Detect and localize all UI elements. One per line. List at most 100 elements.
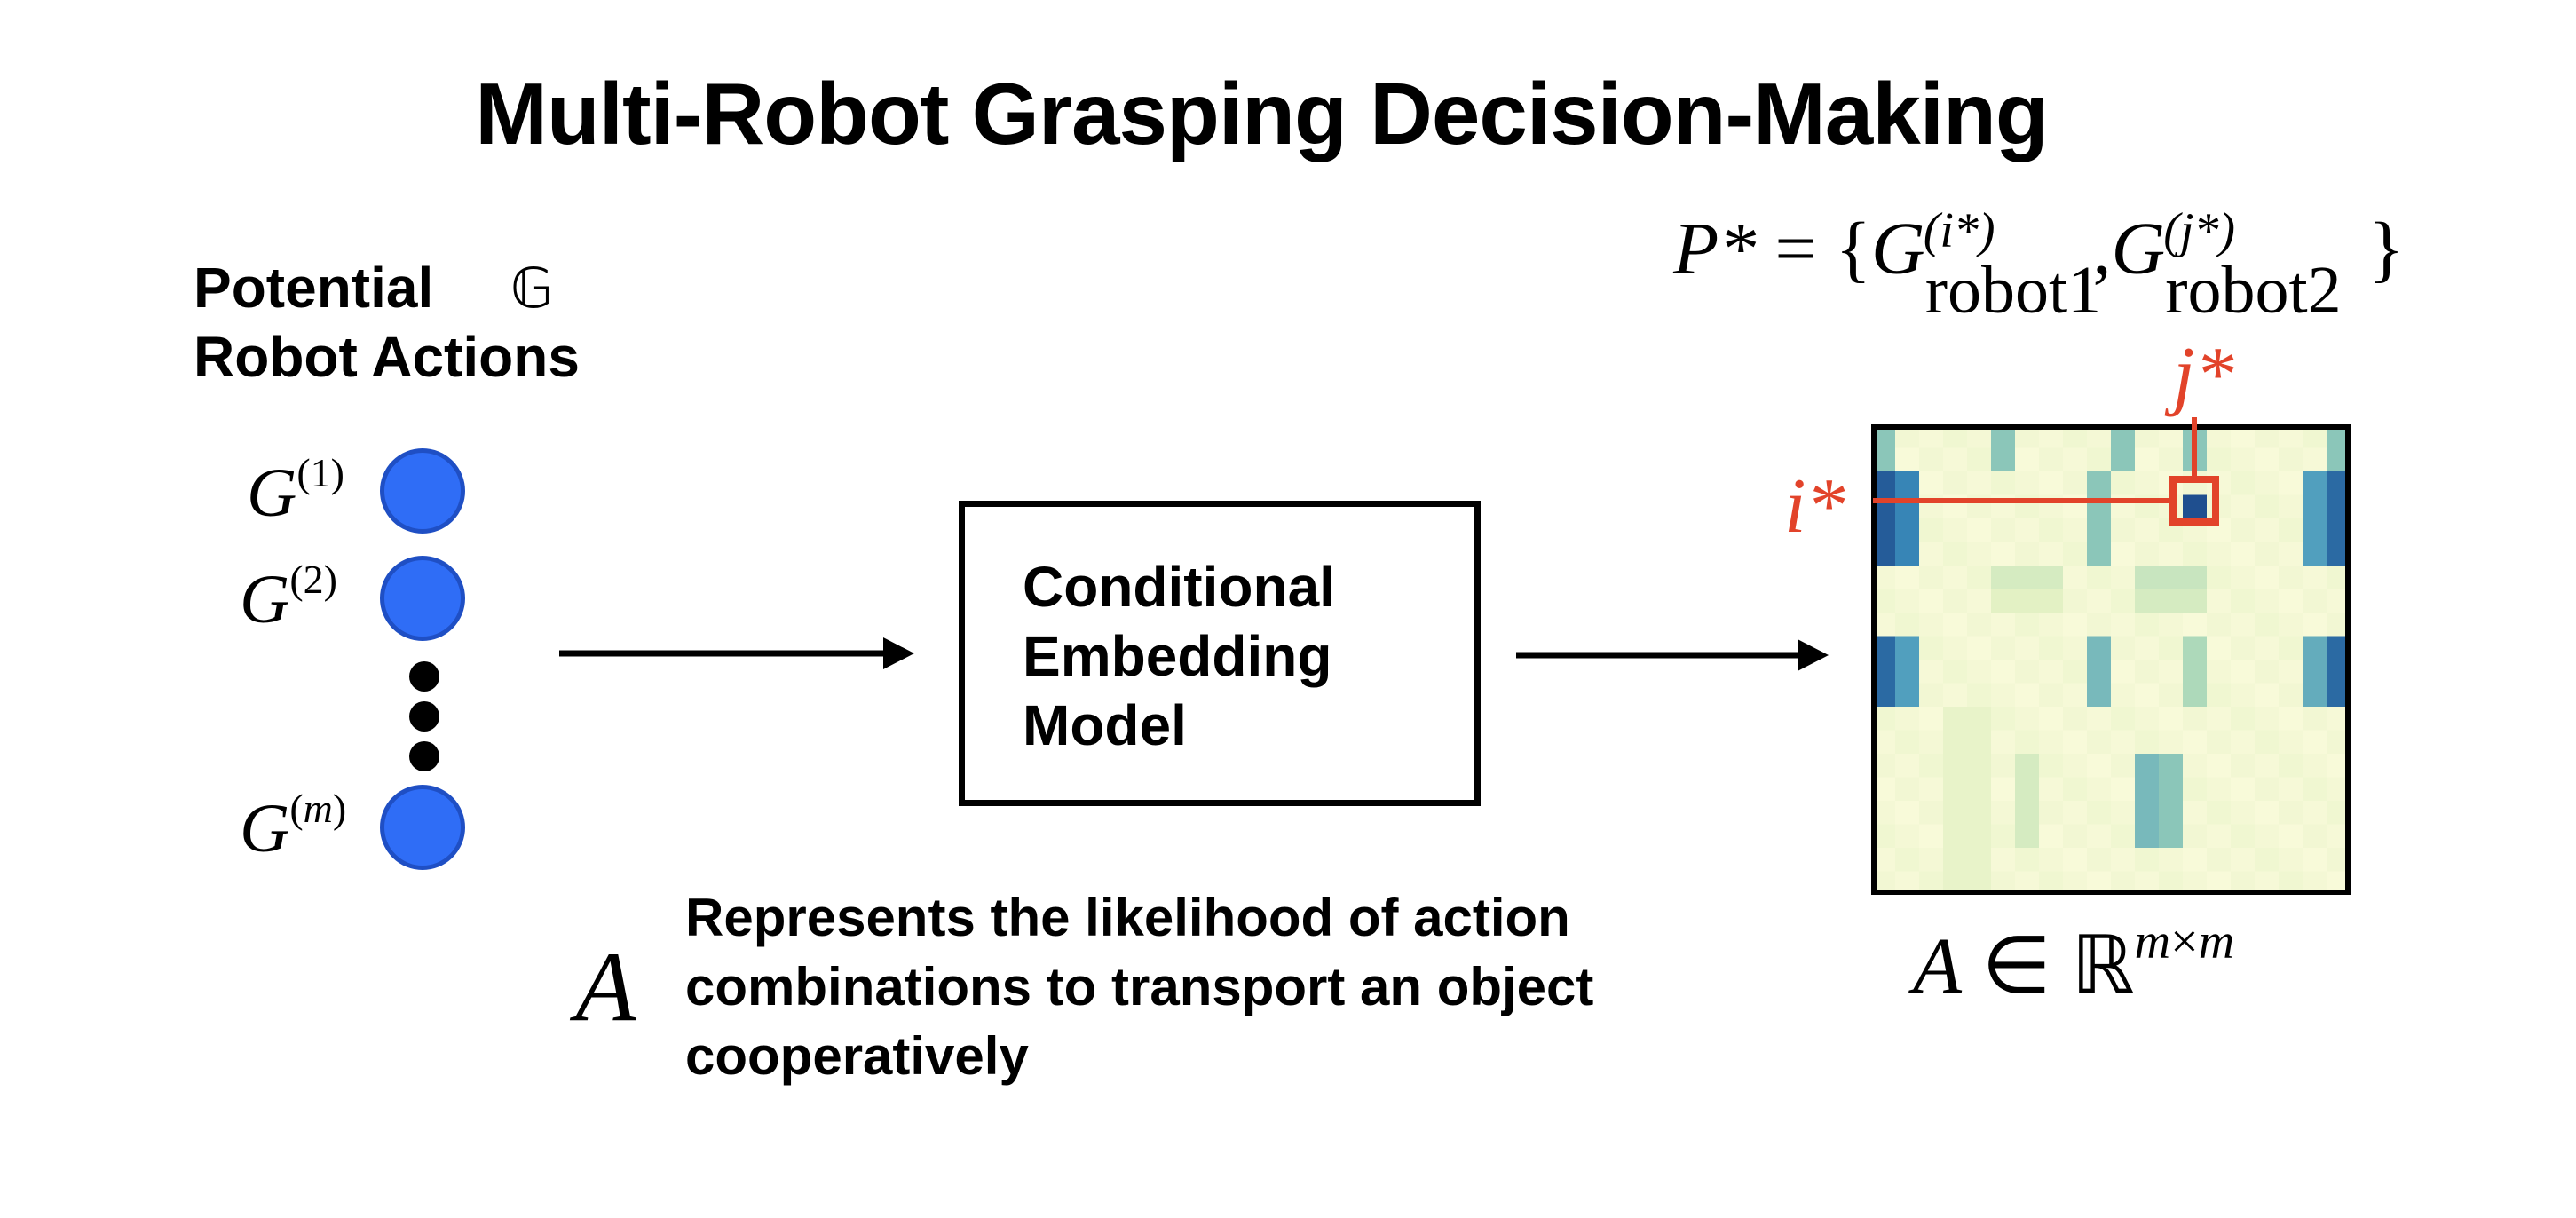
- heatmap-cell: [2087, 707, 2112, 732]
- heatmap-cell: [2231, 613, 2256, 637]
- heatmap-cell: [2231, 636, 2256, 660]
- heatmap-cell: [2111, 754, 2136, 779]
- ellipsis-dot: [409, 661, 439, 692]
- heatmap-cell: [2207, 447, 2232, 472]
- heatmap-cell: [2279, 660, 2303, 684]
- model-label-line2: Embedding: [1023, 624, 1332, 688]
- heatmap-cell: [2231, 660, 2256, 684]
- heatmap-cell: [2255, 707, 2280, 732]
- heatmap-cell: [2303, 518, 2327, 543]
- heatmap-cell: [1991, 683, 2016, 708]
- heatmap-cell: [1919, 824, 1944, 849]
- heatmap-cell: [2279, 848, 2303, 873]
- heatmap-cell: [2015, 848, 2040, 873]
- heatmap-cell: [2039, 447, 2064, 472]
- heatmap-cell: [2183, 636, 2208, 660]
- heatmap-cell: [2111, 801, 2136, 826]
- heatmap-cell: [2255, 613, 2280, 637]
- matrix-dimension-label: A ∈ ℝm×m: [1913, 914, 2235, 1010]
- ellipsis-dot: [409, 741, 439, 771]
- heatmap-cell: [2135, 754, 2160, 779]
- heatmap-cell: [2207, 754, 2232, 779]
- heatmap-cell: [2039, 683, 2064, 708]
- heatmap-cell: [2159, 683, 2184, 708]
- heatmap-cell: [2279, 777, 2303, 802]
- heatmap-cell: [2087, 589, 2112, 613]
- heatmap-cell: [2207, 660, 2232, 684]
- col-index-label: j*: [2173, 332, 2234, 418]
- heatmap-cell: [2303, 801, 2327, 826]
- heatmap-cell: [2015, 613, 2040, 637]
- description-line1: Represents the likelihood of action: [685, 888, 1570, 947]
- heatmap-cell: [1991, 707, 2016, 732]
- heatmap-cell: [2303, 494, 2327, 519]
- heatmap-cell: [2183, 824, 2208, 849]
- heatmap-cell: [1991, 518, 2016, 543]
- heatmap-cell: [2207, 824, 2232, 849]
- heatmap-cell: [2087, 730, 2112, 755]
- heatmap-cell: [2015, 636, 2040, 660]
- arrow-to-model-head: [883, 637, 914, 669]
- heatmap-cell: [2135, 848, 2160, 873]
- heatmap-cell: [2087, 471, 2112, 496]
- heatmap-cell: [2111, 660, 2136, 684]
- heatmap-cell: [2015, 777, 2040, 802]
- heatmap-cell: [2255, 683, 2280, 708]
- heatmap-cell: [2111, 518, 2136, 543]
- heatmap-cell: [2063, 636, 2088, 660]
- heatmap-cell: [1919, 518, 1944, 543]
- heatmap-cell: [2111, 471, 2136, 496]
- heatmap-cell: [1967, 660, 1992, 684]
- heatmap-cell: [2111, 707, 2136, 732]
- heatmap-cell: [1991, 447, 2016, 472]
- heatmap-cell: [1967, 683, 1992, 708]
- actions-heading-line2: Robot Actions: [194, 325, 580, 389]
- heatmap-cell: [1895, 683, 1920, 708]
- heatmap-cell: [1919, 754, 1944, 779]
- heatmap-cell: [1895, 707, 1920, 732]
- heatmap-cell: [2207, 636, 2232, 660]
- heatmap-cell: [1991, 566, 2016, 590]
- heatmap-cell: [1991, 589, 2016, 613]
- heatmap-cell: [1943, 660, 1968, 684]
- heatmap-cell: [2111, 447, 2136, 472]
- heatmap-cell: [2183, 777, 2208, 802]
- heatmap-cell: [2231, 730, 2256, 755]
- heatmap-cell: [2087, 824, 2112, 849]
- heatmap-cell: [2279, 730, 2303, 755]
- heatmap-cell: [2111, 777, 2136, 802]
- grasp-node-1: [380, 448, 465, 534]
- heatmap-cell: [2279, 683, 2303, 708]
- heatmap-cell: [2015, 566, 2040, 590]
- heatmap-cell: [2255, 660, 2280, 684]
- embedding-model-box: [959, 501, 1481, 806]
- heatmap-cell: [2087, 754, 2112, 779]
- heatmap-cell: [1895, 566, 1920, 590]
- heatmap-cell: [1919, 471, 1944, 496]
- heatmap-cell: [2039, 636, 2064, 660]
- heatmap-cell: [1919, 683, 1944, 708]
- heatmap-cell: [1991, 471, 2016, 496]
- heatmap-cell: [2015, 801, 2040, 826]
- heatmap-cell: [2039, 801, 2064, 826]
- heatmap-cell: [2135, 566, 2160, 590]
- heatmap-cell: [1967, 824, 1992, 849]
- heatmap-cell: [2183, 613, 2208, 637]
- heatmap-cell: [1943, 542, 1968, 566]
- heatmap-cell: [2015, 707, 2040, 732]
- heatmap-cell: [2303, 566, 2327, 590]
- heatmap-cell: [2255, 518, 2280, 543]
- model-label-line3: Model: [1023, 693, 1187, 757]
- heatmap-cell: [2063, 660, 2088, 684]
- heatmap-cell: [2159, 613, 2184, 637]
- heatmap-cell: [2063, 542, 2088, 566]
- heatmap-cell: [2303, 707, 2327, 732]
- heatmap-cell: [2087, 777, 2112, 802]
- heatmap-cell: [2303, 824, 2327, 849]
- heatmap-cell: [2279, 589, 2303, 613]
- heatmap-cell: [2183, 707, 2208, 732]
- heatmap-cell: [1943, 471, 1968, 496]
- heatmap-cell: [2135, 636, 2160, 660]
- selected-cell-highlight: [2169, 476, 2219, 526]
- heatmap-cell: [2135, 730, 2160, 755]
